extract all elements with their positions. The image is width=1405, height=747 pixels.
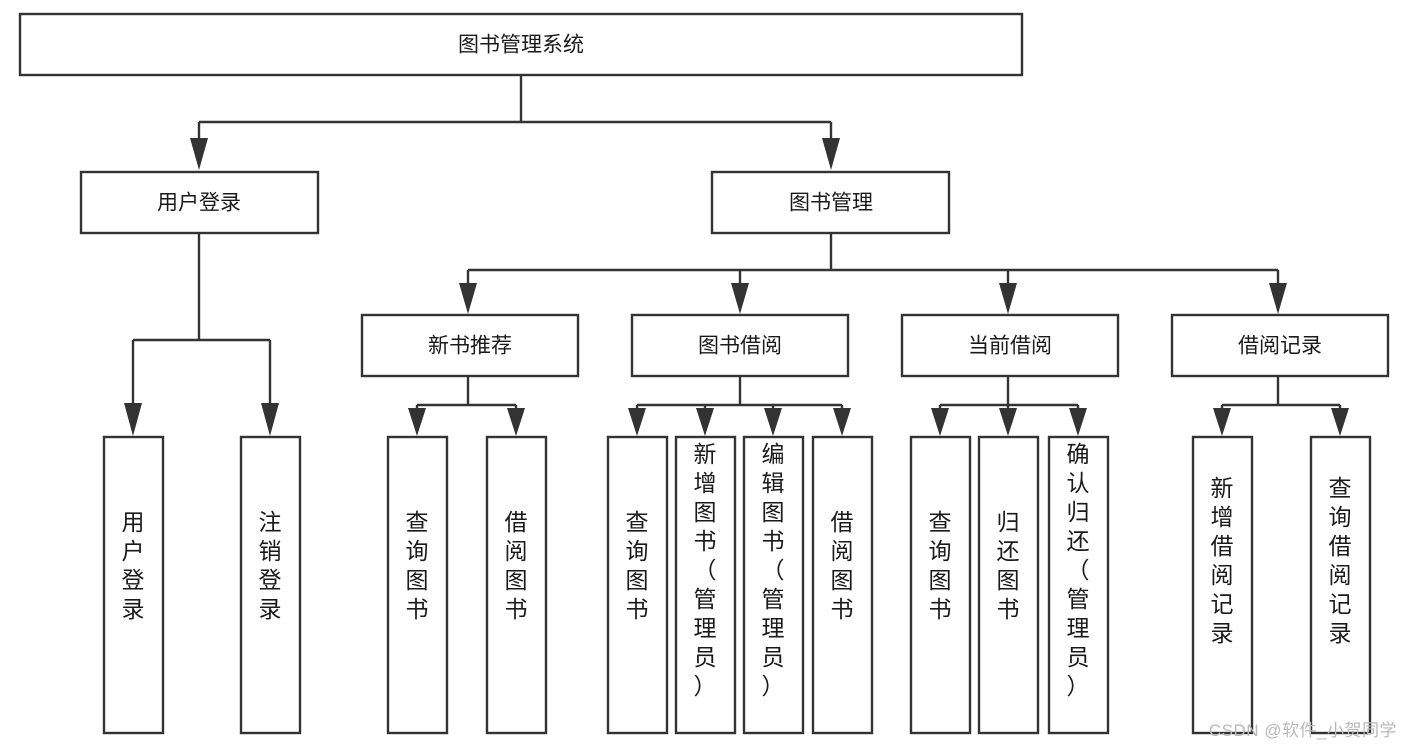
node-current[interactable]: 当前借阅: [900, 313, 1120, 378]
node-root-box[interactable]: [18, 12, 1024, 77]
connector-group-newbook: [408, 376, 525, 436]
node-leaf3-label: 查询图书: [406, 509, 429, 622]
node-bookmgmt-label: 图书管理: [789, 192, 873, 215]
node-leaf1-label: 用户登录: [122, 509, 145, 622]
csdn-watermark: CSDN @软件_小贺同学: [1208, 721, 1397, 740]
node-leaf11[interactable]: 确认归还（管理员）: [1047, 435, 1110, 735]
arrow-head-leaf12: [1213, 408, 1231, 436]
node-leaf12-label: 新增借阅记录: [1211, 475, 1234, 646]
arrow-head-records: [1269, 283, 1287, 314]
node-leaf13[interactable]: 查询借阅记录: [1309, 435, 1372, 735]
node-leaf1[interactable]: 用户登录: [102, 435, 165, 735]
arrow-head-login: [190, 138, 208, 170]
node-leaf7-box[interactable]: [742, 435, 805, 735]
node-borrow[interactable]: 图书借阅: [630, 313, 850, 378]
node-leaf1-box[interactable]: [102, 435, 165, 735]
node-leaf12[interactable]: 新增借阅记录: [1191, 435, 1254, 735]
node-newbook-box[interactable]: [360, 313, 580, 378]
node-leaf2-box[interactable]: [239, 435, 302, 735]
node-leaf11-box[interactable]: [1047, 435, 1110, 735]
connector-group-current: [931, 376, 1087, 436]
node-leaf2[interactable]: 注销登录: [239, 435, 302, 735]
node-leaf3-box[interactable]: [386, 435, 449, 735]
node-leaf7-label: 编辑图书（管理员）: [762, 441, 785, 699]
node-leaf13-box[interactable]: [1309, 435, 1372, 735]
node-leaf4[interactable]: 借阅图书: [485, 435, 548, 735]
node-leaf4-box[interactable]: [485, 435, 548, 735]
node-leaf6-box[interactable]: [674, 435, 737, 735]
node-login-box[interactable]: [79, 170, 320, 235]
arrow-head-leaf13: [1331, 408, 1349, 436]
node-leaf13-label: 查询借阅记录: [1329, 475, 1352, 646]
arrow-head-leaf1: [124, 403, 142, 436]
node-leaf11-label: 确认归还（管理员）: [1067, 441, 1090, 699]
node-leaf8[interactable]: 借阅图书: [811, 435, 874, 735]
node-root-label: 图书管理系统: [458, 34, 584, 57]
node-leaf10-label: 归还图书: [997, 509, 1020, 622]
arrow-head-leaf11: [1069, 408, 1087, 436]
node-records[interactable]: 借阅记录: [1170, 313, 1390, 378]
node-leaf9-label: 查询图书: [929, 509, 952, 622]
arrow-head-leaf3: [408, 408, 426, 436]
connector-group-root: [190, 75, 840, 170]
node-current-label: 当前借阅: [968, 335, 1052, 358]
arrow-head-bookmgmt: [822, 138, 840, 170]
node-borrow-label: 图书借阅: [698, 335, 782, 358]
arrow-head-leaf9: [931, 408, 949, 436]
arrow-head-leaf4: [507, 408, 525, 436]
node-newbook[interactable]: 新书推荐: [360, 313, 580, 378]
node-leaf8-label: 借阅图书: [831, 509, 854, 622]
node-root[interactable]: 图书管理系统: [18, 12, 1024, 77]
connector-group-login: [124, 233, 279, 436]
node-current-box[interactable]: [900, 313, 1120, 378]
node-newbook-label: 新书推荐: [428, 335, 512, 358]
node-leaf10-box[interactable]: [977, 435, 1040, 735]
arrow-head-newbook: [459, 283, 477, 314]
node-leaf5-box[interactable]: [606, 435, 669, 735]
arrow-head-leaf6: [696, 408, 714, 436]
node-login[interactable]: 用户登录: [79, 170, 320, 235]
arrow-head-leaf2: [261, 403, 279, 436]
node-leaf6[interactable]: 新增图书（管理员）: [674, 435, 737, 735]
node-bookmgmt-box[interactable]: [710, 170, 951, 235]
node-leaf2-label: 注销登录: [259, 509, 282, 622]
node-bookmgmt[interactable]: 图书管理: [710, 170, 951, 235]
node-records-box[interactable]: [1170, 313, 1390, 378]
connector-group-bookmgmt: [459, 233, 1287, 314]
node-login-label: 用户登录: [157, 192, 241, 215]
node-leaf3[interactable]: 查询图书: [386, 435, 449, 735]
arrow-head-current: [999, 283, 1017, 314]
connector-group-borrow: [628, 376, 851, 436]
node-leaf6-label: 新增图书（管理员）: [694, 441, 717, 699]
arrow-head-leaf8: [833, 408, 851, 436]
node-leaf7[interactable]: 编辑图书（管理员）: [742, 435, 805, 735]
node-leaf4-label: 借阅图书: [505, 509, 528, 622]
node-leaf9-box[interactable]: [909, 435, 972, 735]
arrow-head-leaf7: [764, 408, 782, 436]
node-borrow-box[interactable]: [630, 313, 850, 378]
arrow-head-borrow: [731, 283, 749, 314]
connector-group-records: [1213, 376, 1349, 436]
node-records-label: 借阅记录: [1238, 335, 1322, 358]
node-leaf10[interactable]: 归还图书: [977, 435, 1040, 735]
node-leaf5[interactable]: 查询图书: [606, 435, 669, 735]
node-leaf8-box[interactable]: [811, 435, 874, 735]
node-leaf5-label: 查询图书: [626, 509, 649, 622]
node-leaf12-box[interactable]: [1191, 435, 1254, 735]
arrow-head-leaf5: [628, 408, 646, 436]
arrow-head-leaf10: [999, 408, 1017, 436]
node-leaf9[interactable]: 查询图书: [909, 435, 972, 735]
